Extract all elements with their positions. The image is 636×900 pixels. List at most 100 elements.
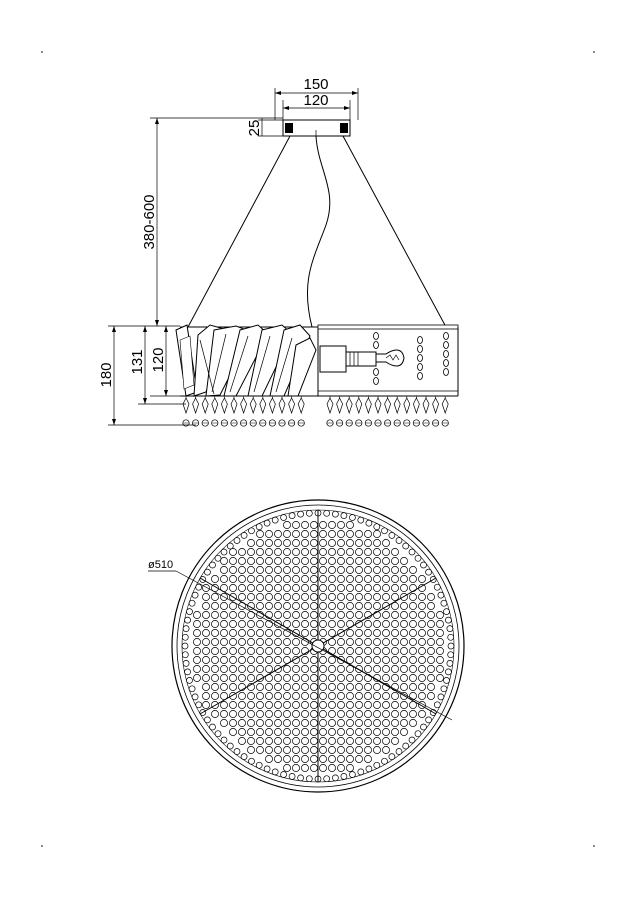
grid-crystal [202,629,210,637]
grid-crystal [319,548,327,556]
grid-crystal [292,755,300,763]
grid-crystal [220,557,228,565]
drop-crystal [422,396,430,427]
grid-crystal [229,701,237,709]
rim-crystal [209,723,216,731]
rim-crystal [373,761,381,769]
grid-crystal [328,548,336,556]
grid-crystal [319,602,327,610]
grid-crystal [328,566,336,574]
grid-crystal [283,638,291,646]
grid-crystal [301,656,309,664]
grid-crystal [274,647,282,655]
grid-crystal [409,656,417,664]
grid-crystal [211,575,219,583]
grid-crystal [328,701,336,709]
grid-crystal [382,566,390,574]
drop-crystal [326,396,334,427]
grid-crystal [346,692,354,700]
grid-crystal [382,710,390,718]
grid-crystal [346,557,354,565]
grid-crystal [247,728,255,736]
grid-crystal [373,602,381,610]
grid-crystal [238,719,246,727]
grid-crystal [220,638,228,646]
grid-crystal [301,719,309,727]
grid-crystal [229,602,237,610]
grid-crystal [256,539,264,547]
grid-crystal [283,737,291,745]
grid-crystal [292,593,300,601]
dim-label-frame-height: 120 [150,347,167,372]
grid-crystal [229,557,237,565]
grid-crystal [292,683,300,691]
grid-crystal [364,692,372,700]
grid-crystal [328,683,336,691]
grid-crystal [238,575,246,583]
grid-crystal [355,656,363,664]
grid-crystal [409,593,417,601]
grid-crystal [319,764,327,772]
grid-crystal [337,539,345,547]
grid-crystal [364,620,372,628]
grid-crystal [301,710,309,718]
crystal-chains [373,332,449,385]
grid-crystal [193,611,201,619]
rim-crystal [443,677,450,684]
rim-crystal [408,736,416,744]
grid-crystal [319,728,327,736]
grid-crystal [382,620,390,628]
grid-crystal [346,629,354,637]
grid-crystal [301,584,309,592]
grid-crystal [265,548,273,556]
grid-crystal [301,728,309,736]
grid-crystal [346,584,354,592]
grid-crystal [193,674,201,682]
dim-suspension: 380-600 [141,117,283,326]
grid-crystal [346,719,354,727]
grid-crystal [238,593,246,601]
rim-crystal [288,773,296,780]
grid-crystal [382,746,390,754]
grid-crystal [247,584,255,592]
grid-crystal [427,638,435,646]
rim-crystal [263,765,271,773]
grid-crystal [301,620,309,628]
drop-crystal [288,396,296,427]
grid-crystal [328,620,336,628]
grid-crystal [274,548,282,556]
grid-crystal [193,647,201,655]
grid-crystal [373,746,381,754]
grid-crystal [355,710,363,718]
grid-crystal [265,692,273,700]
grid-crystal [265,638,273,646]
grid-crystal [247,557,255,565]
grid-crystal [319,665,327,673]
grid-crystal [274,692,282,700]
grid-crystal [427,629,435,637]
drop-crystal [345,396,353,427]
grid-crystal [256,683,264,691]
grid-crystal [346,737,354,745]
grid-crystal [355,692,363,700]
grid-crystal [202,665,210,673]
rim-crystal [220,736,228,744]
grid-crystal [193,656,201,664]
rim-crystal [204,568,211,576]
grid-crystal [328,764,336,772]
grid-crystal [337,584,345,592]
grid-crystal [346,764,354,772]
grid-crystal [355,674,363,682]
grid-crystal [292,728,300,736]
grid-crystal [283,692,291,700]
dim-label-canopy-height: 25 [246,120,263,137]
grid-crystal [337,557,345,565]
grid-crystal [400,710,408,718]
grid-crystal [319,746,327,754]
grid-crystal [301,548,309,556]
grid-crystal [292,665,300,673]
rim-crystal [255,523,263,531]
grid-crystal [292,539,300,547]
grid-crystal [382,701,390,709]
grid-crystal [220,674,228,682]
